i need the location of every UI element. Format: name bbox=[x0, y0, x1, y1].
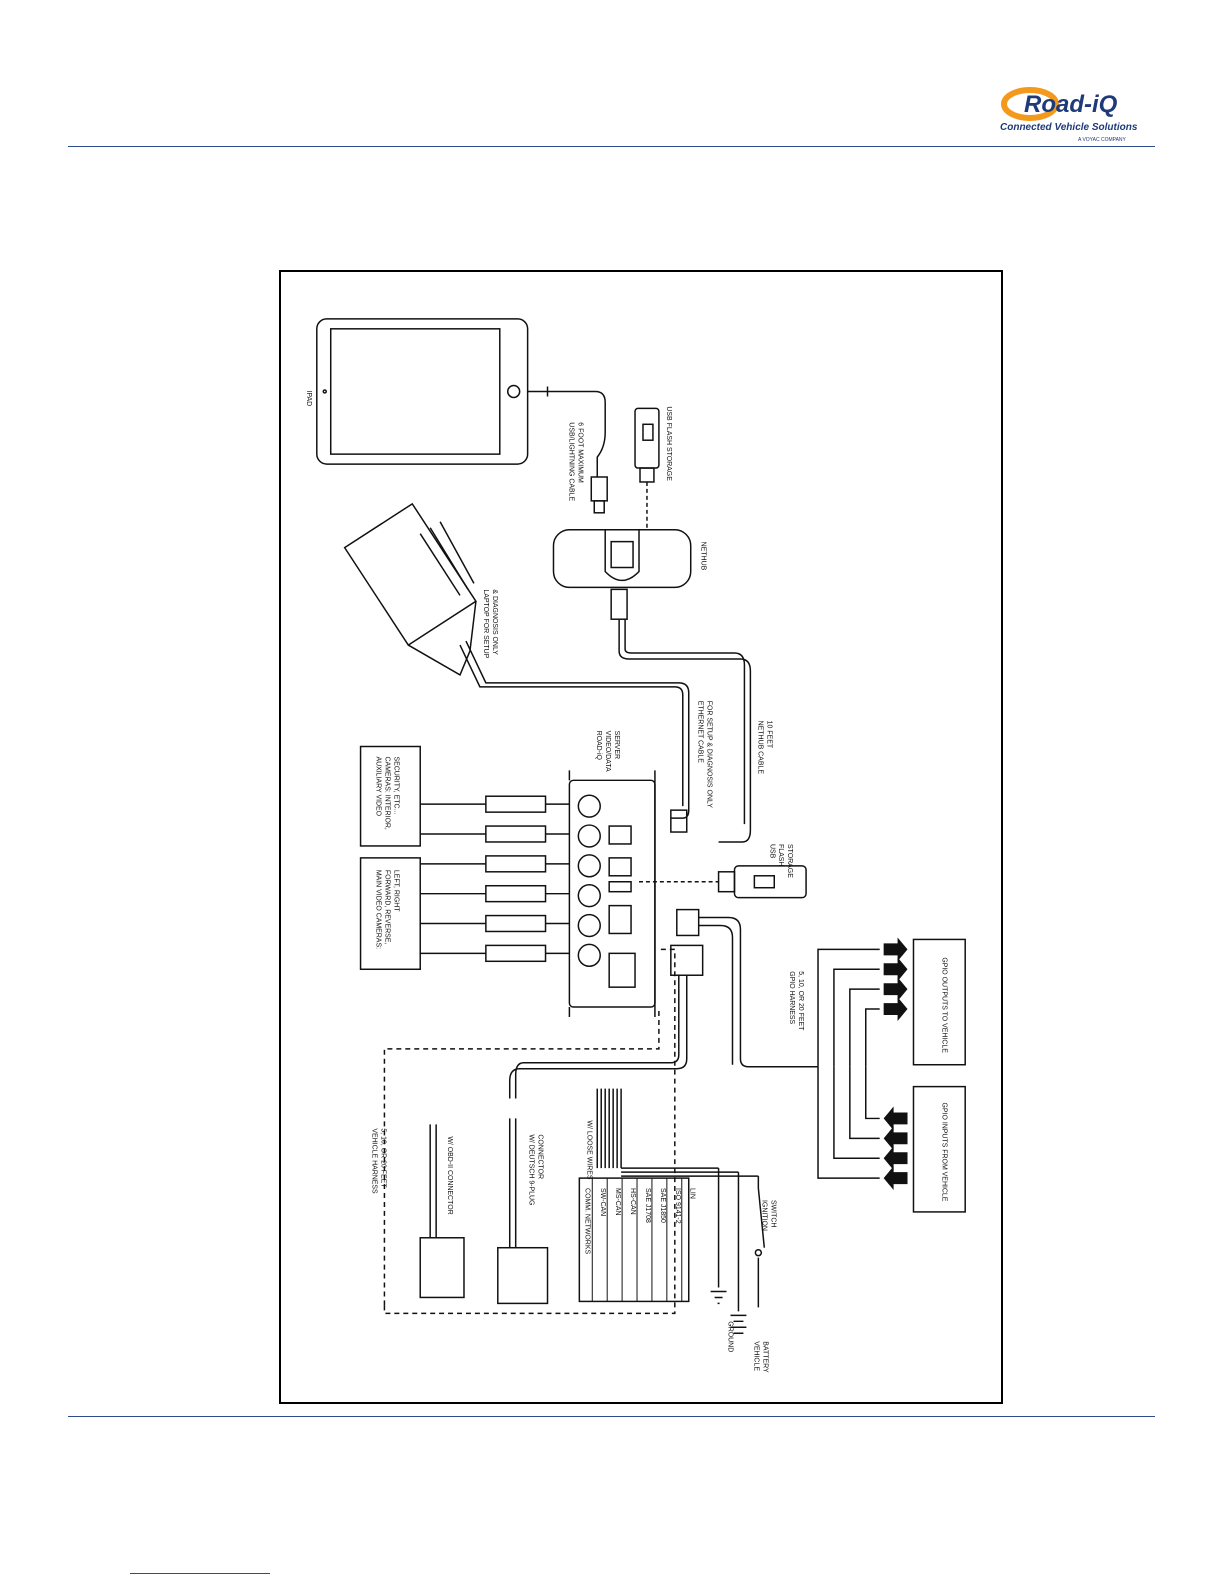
ipad-icon bbox=[316, 318, 529, 465]
label-gpio-harness-1: GPIO HARNESS bbox=[788, 971, 795, 1024]
label-usb-lightning: USB/LIGHTNING CABLE bbox=[567, 422, 574, 501]
label-battery-2: BATTERY bbox=[761, 1341, 768, 1373]
label-ignition-1: IGNITION bbox=[760, 1200, 767, 1231]
gpio-outputs-box bbox=[912, 938, 966, 1066]
usb-lightning-cable-icon bbox=[527, 386, 608, 514]
label-gpio-outputs: GPIO OUTPUTS TO VEHICLE bbox=[940, 957, 947, 1053]
label-server-1: ROAD-iQ bbox=[595, 731, 602, 761]
arrow-in-3 bbox=[883, 1146, 908, 1171]
arrow-in-1 bbox=[883, 1106, 908, 1131]
label-main-2: FORWARD, REVERSE, bbox=[383, 870, 390, 945]
arrow-out-2 bbox=[883, 957, 908, 982]
label-ipad: IPAD bbox=[305, 390, 312, 406]
arrow-in-2 bbox=[883, 1126, 908, 1151]
comm-network-item: SW-CAN bbox=[599, 1188, 606, 1216]
comm-network-item: HS-CAN bbox=[629, 1188, 636, 1215]
label-server-2: VIDEO/DATA bbox=[604, 731, 611, 772]
gpio-harness-icon bbox=[676, 908, 880, 1179]
nethub-icon bbox=[552, 528, 692, 589]
label-laptop-2: & DIAGNOSIS ONLY bbox=[491, 589, 498, 655]
road-iq-logo: Road-iQ Connected Vehicle Solutions A VO… bbox=[1000, 87, 1138, 143]
arrow-out-4 bbox=[883, 997, 908, 1021]
arrow-in-4 bbox=[883, 1166, 908, 1191]
label-loose: W/ LOOSE WIRES bbox=[585, 1120, 592, 1179]
label-usb-flash-2: FLASH bbox=[777, 844, 784, 866]
label-comm-title: COMM. NETWORKS bbox=[583, 1188, 590, 1254]
road-iq-server-icon bbox=[568, 770, 656, 1017]
footer-rule bbox=[68, 1416, 1155, 1417]
label-gpio-inputs: GPIO INPUTS FROM VEHICLE bbox=[940, 1103, 947, 1202]
vehicle-harness-icon bbox=[383, 944, 766, 1315]
label-usb-flash-3: STORAGE bbox=[786, 844, 793, 878]
label-aux-2: CAMERAS: INTERIOR, bbox=[383, 756, 390, 829]
label-main-1: MAIN VIDEO CAMERAS: bbox=[374, 870, 381, 949]
comm-network-item: ISO 9141-2 bbox=[674, 1188, 681, 1224]
label-aux-1: AUXILIARY VIDEO bbox=[374, 756, 381, 816]
arrow-out-3 bbox=[883, 977, 908, 1002]
label-vehicle-harness-1: VEHICLE HARNESS bbox=[370, 1128, 377, 1194]
ethernet-cable-icon bbox=[459, 640, 690, 833]
footer-link-underline bbox=[130, 1573, 270, 1574]
arrow-out-1 bbox=[883, 937, 908, 962]
usb-flash-storage-server-icon bbox=[639, 865, 807, 899]
label-ethernet-1: ETHERNET CABLE bbox=[697, 701, 704, 763]
logo-tagline: Connected Vehicle Solutions bbox=[1000, 122, 1138, 133]
comm-network-item: SAE J1708 bbox=[644, 1188, 651, 1223]
label-nethub: NETHUB bbox=[700, 542, 707, 571]
header-rule bbox=[68, 146, 1155, 147]
usb-flash-storage-icon bbox=[634, 407, 660, 530]
label-ethernet-2: FOR SETUP & DIAGNOSIS ONLY bbox=[706, 701, 713, 809]
comm-network-item: LIN bbox=[689, 1188, 696, 1199]
label-gpio-harness-2: 5, 10, OR 20 FEET bbox=[797, 971, 804, 1031]
diagram-frame: IPAD USB/LIGHTNING CABLE 6 FOOT MAXIMUM … bbox=[279, 270, 1003, 1404]
laptop-icon bbox=[343, 502, 477, 676]
nethub-cable-icon bbox=[610, 588, 752, 843]
label-laptop-1: LAPTOP FOR SETUP bbox=[482, 589, 489, 658]
label-obd: W/ OBD-II CONNECTOR bbox=[446, 1136, 453, 1214]
label-aux-3: SECURITY, ETC... bbox=[392, 756, 399, 814]
label-usb-flash-1: USB bbox=[768, 844, 775, 859]
label-battery-1: VEHICLE bbox=[752, 1341, 759, 1371]
ignition-switch-icon bbox=[754, 1248, 763, 1257]
label-main-3: LEFT, RIGHT bbox=[392, 870, 399, 912]
label-deutsch-2: CONNECTOR bbox=[537, 1134, 544, 1179]
battery-icon bbox=[730, 1314, 747, 1334]
gpio-inputs-box bbox=[912, 1085, 966, 1213]
label-usb-lightning-length: 6 FOOT MAXIMUM bbox=[576, 422, 583, 483]
label-deutsch-1: W/ DEUTSCH 9-PLUG bbox=[528, 1134, 535, 1205]
label-ignition-2: SWITCH bbox=[769, 1200, 776, 1227]
aux-camera-box bbox=[359, 745, 421, 847]
main-camera-box bbox=[359, 857, 421, 971]
label-ground: GROUND bbox=[727, 1321, 734, 1352]
label-usb-flash-top: USB FLASH STORAGE bbox=[665, 406, 672, 481]
ground-icon bbox=[710, 1290, 727, 1305]
system-wiring-diagram: IPAD USB/LIGHTNING CABLE 6 FOOT MAXIMUM … bbox=[305, 318, 966, 1373]
logo-brand: Road-iQ bbox=[1024, 91, 1118, 118]
camera-connectors-icon bbox=[420, 795, 570, 963]
logo-sub: A VOYAC COMPANY bbox=[1078, 137, 1127, 143]
label-server-3: SERVER bbox=[613, 731, 620, 759]
label-nethub-cable-2: 10 FEET bbox=[765, 721, 772, 749]
logo-swoosh-icon bbox=[1001, 87, 1059, 121]
gpio-arrows bbox=[883, 937, 908, 1191]
label-nethub-cable-1: NETHUB CABLE bbox=[756, 721, 763, 775]
comm-networks-list: SW-CAN MS-CAN HS-CAN SAE J1708 SAE J1850 ISO … bbox=[591, 1178, 696, 1302]
comm-network-item: SAE J1850 bbox=[659, 1188, 666, 1223]
comm-network-item: MS-CAN bbox=[614, 1188, 621, 1215]
comm-networks-box bbox=[578, 1177, 690, 1303]
label-vehicle-harness-2: 5, 10, OR 20 FEET bbox=[379, 1128, 386, 1188]
